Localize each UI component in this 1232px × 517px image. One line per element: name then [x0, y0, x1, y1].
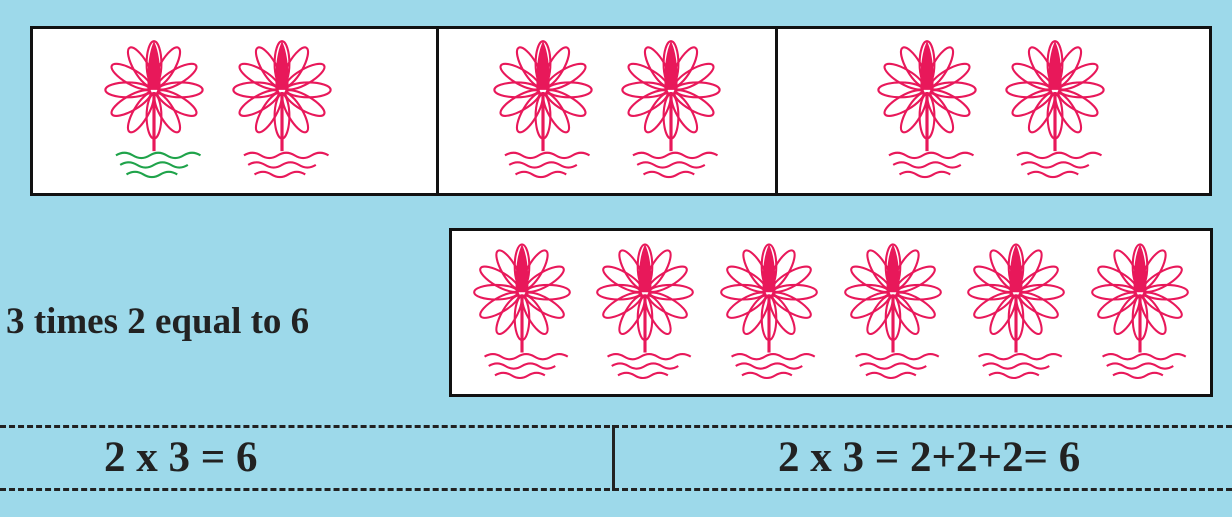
lotus-flower-icon: [1088, 239, 1192, 387]
equation-separator: [612, 425, 615, 491]
flower-group-3: [774, 29, 1209, 193]
total-flowers-box: [449, 228, 1213, 397]
lotus-flower-icon: [490, 37, 596, 185]
dashed-divider-top: [0, 425, 1232, 428]
dashed-divider-bottom: [0, 488, 1232, 491]
lotus-flower-icon: [593, 239, 697, 387]
lotus-flower-icon: [964, 239, 1068, 387]
flower-group-2: [436, 29, 774, 193]
equation-left: 2 x 3 = 6: [104, 434, 258, 481]
lotus-flower-icon: [618, 37, 724, 185]
lotus-flower-icon: [874, 37, 980, 185]
multiplication-statement: 3 times 2 equal to 6: [6, 301, 310, 342]
lotus-flower-icon: [470, 239, 574, 387]
lotus-flower-icon: [1002, 37, 1108, 185]
lotus-flower-icon: [717, 239, 821, 387]
lotus-flower-icon: [101, 37, 207, 185]
lotus-flower-icon: [841, 239, 945, 387]
flower-groups-row: [30, 26, 1212, 196]
equation-right: 2 x 3 = 2+2+2= 6: [778, 434, 1081, 481]
flower-group-1: [33, 29, 436, 193]
lotus-flower-icon: [229, 37, 335, 185]
